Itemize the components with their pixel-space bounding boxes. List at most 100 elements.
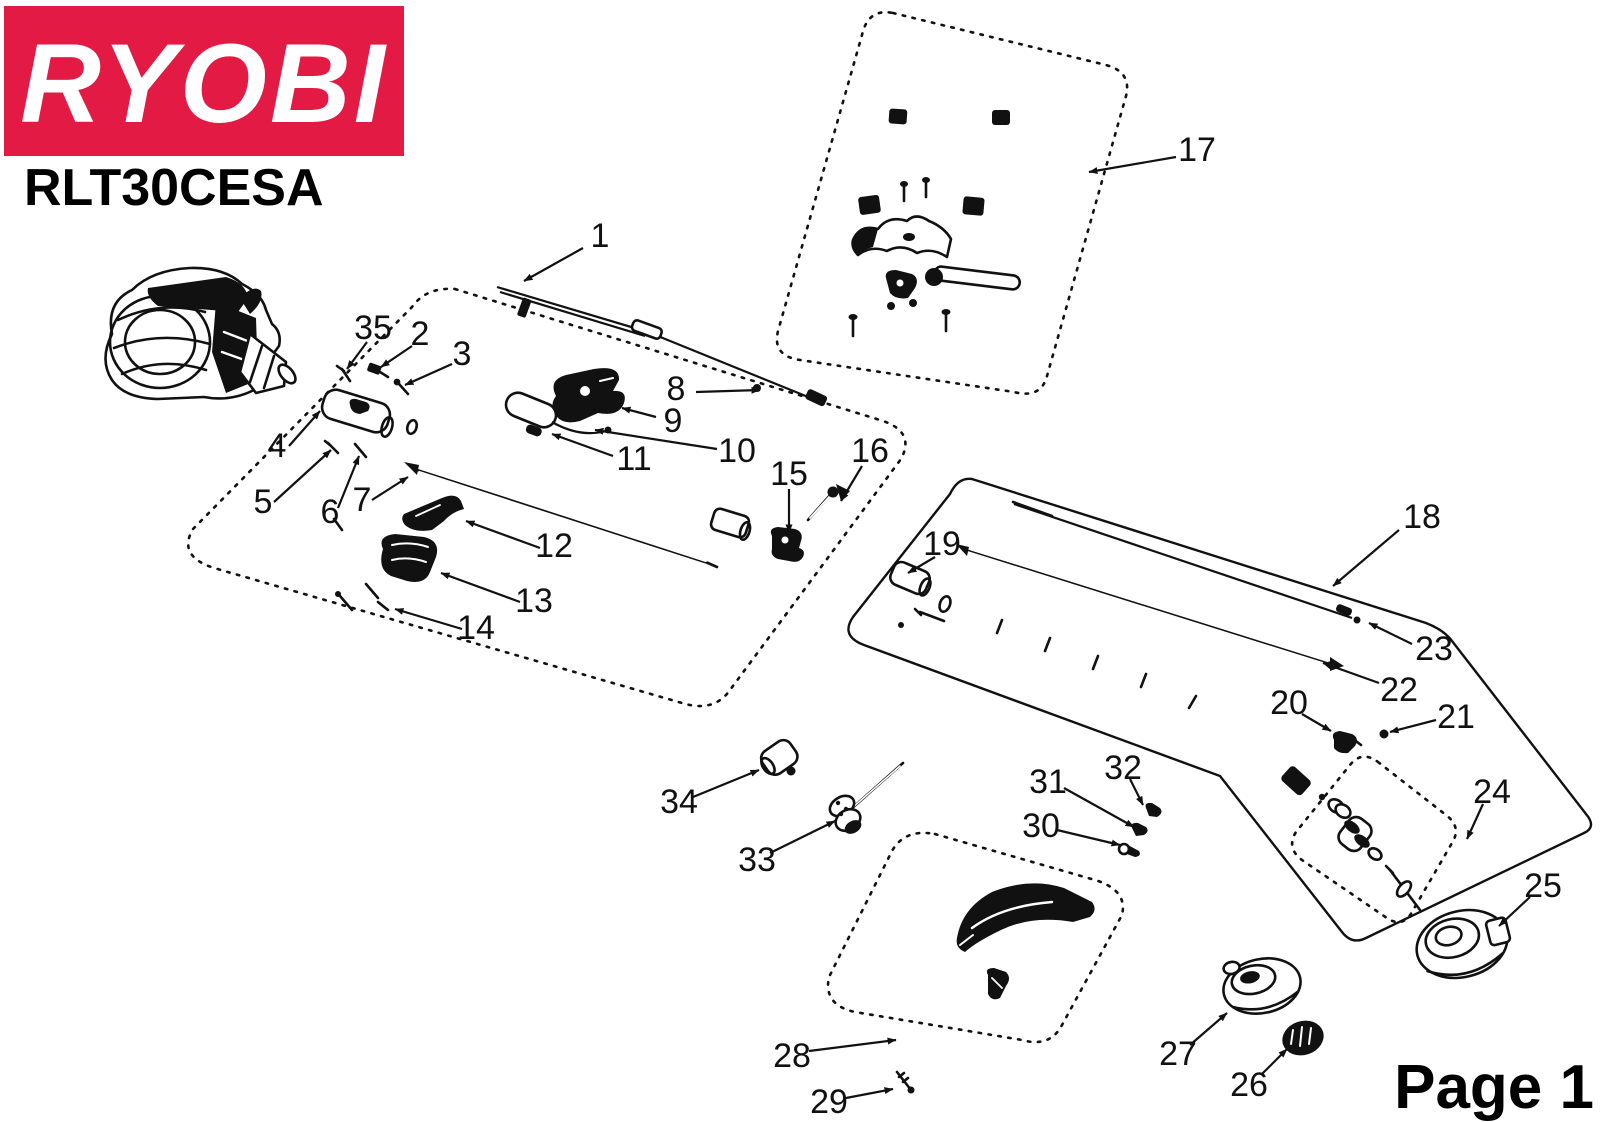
engine-cone-tip (277, 363, 297, 385)
deflector-notch (959, 934, 974, 946)
callout-5: 5 (254, 483, 273, 521)
bolt-head (827, 486, 839, 498)
rod-stripe-1 (966, 547, 1329, 663)
leader-8 (695, 386, 761, 394)
handle-tip-left (888, 108, 908, 125)
part-pin-6 (353, 442, 368, 459)
callout-3: 3 (453, 335, 472, 373)
clip-body (1332, 731, 1357, 754)
part-clip-20 (1332, 731, 1363, 754)
handle-tip-right (992, 110, 1010, 125)
leader-5 (273, 449, 332, 503)
part-string-head (1415, 908, 1512, 980)
leader-4 (288, 410, 321, 447)
leader-18 (1332, 529, 1400, 587)
leader-31 (1063, 787, 1135, 828)
tube-tick-2 (1043, 636, 1052, 653)
bobbin-dot-3 (838, 811, 844, 817)
part-clip-2 (367, 362, 390, 379)
cup-band-1 (1344, 820, 1360, 834)
callout-32: 32 (1104, 749, 1142, 787)
sleeve-body (759, 738, 799, 776)
deflector-body (956, 883, 1095, 952)
callout-1: 1 (591, 217, 610, 255)
sleeve-end (918, 577, 932, 597)
model-number: RLT30CESA (24, 159, 324, 217)
part-bolt-29 (895, 1070, 915, 1094)
leader-24 (1465, 803, 1485, 840)
region-lower-shaft (847, 477, 1593, 942)
part-pin-and-washer (898, 607, 946, 628)
rod-stripe-2 (418, 470, 707, 566)
callout-4: 4 (268, 427, 287, 465)
part-fitting-30 (1117, 842, 1140, 857)
pin-washer (1395, 880, 1413, 898)
callout-25: 25 (1524, 867, 1562, 905)
leader-28 (808, 1037, 897, 1053)
part-fitting-32 (1145, 802, 1162, 817)
part-engine-assembly (104, 266, 297, 401)
callout-13: 13 (515, 582, 553, 620)
callout-11: 11 (616, 440, 651, 478)
spool-body (1222, 957, 1302, 1015)
part-upper-boom-tube (405, 418, 752, 542)
pin-shank (353, 442, 368, 459)
leader-10 (594, 427, 718, 451)
knob-rib-2 (1299, 1026, 1303, 1047)
cable-line (1013, 502, 1353, 620)
bobbin-pin-shine (851, 765, 901, 809)
part-screws-14 (332, 517, 390, 612)
screw-c (376, 600, 390, 612)
part-line-cutoff-blade (986, 968, 1009, 1000)
screw-a-head (335, 591, 341, 597)
part-handle-hardware (848, 299, 951, 338)
cable-bead (1353, 616, 1361, 624)
clamp-hole (781, 536, 789, 544)
part-clamp-lever (925, 265, 1022, 291)
callout-28: 28 (773, 1037, 811, 1075)
screw-head (335, 364, 346, 373)
clip-tail (378, 370, 390, 379)
washer-2 (1334, 802, 1352, 820)
housing-detail (599, 377, 614, 382)
fitting-tail (1127, 845, 1140, 857)
pin (918, 610, 946, 623)
cap-line-2 (391, 557, 427, 563)
pin-head (1384, 864, 1395, 875)
blade-slit (991, 977, 1003, 989)
engine-top-fin (240, 288, 262, 314)
leader-21 (1389, 718, 1437, 734)
part-throttle-cable-lower (1011, 500, 1361, 624)
bobbin-dot-1 (835, 800, 841, 806)
leader-6 (336, 455, 361, 509)
callout-15: 15 (770, 455, 808, 493)
part-spool (1222, 957, 1302, 1015)
leader-30 (1056, 828, 1121, 847)
part-clamp-15 (770, 527, 804, 562)
washer-2 (909, 299, 917, 307)
part-trigger-housing (552, 368, 625, 423)
callout-6: 6 (321, 493, 340, 531)
knob-rib-3 (1308, 1027, 1312, 1045)
sleeve-open-end (760, 756, 776, 776)
brand-header: RYOBI RLT30CESA (4, 6, 404, 217)
head-inner-ring (1424, 917, 1481, 960)
screw-head (393, 378, 401, 386)
callout-29: 29 (810, 1083, 848, 1121)
callout-23: 23 (1415, 630, 1453, 668)
part-bobbin-33 (828, 761, 905, 834)
cap-line-1 (391, 542, 429, 548)
callout-8: 8 (667, 370, 686, 408)
engine-fin-line-1 (222, 330, 252, 344)
leader-17 (1088, 155, 1177, 175)
bolt-thread-2 (901, 1076, 910, 1084)
bolt-thread-1 (897, 1071, 906, 1079)
part-gearhead-hardware (1318, 793, 1422, 912)
part-clamp-latch (885, 270, 917, 299)
latch-hole (896, 279, 904, 287)
leader-29 (845, 1087, 894, 1100)
leader-32 (1129, 778, 1144, 806)
leader-23 (1368, 622, 1413, 645)
